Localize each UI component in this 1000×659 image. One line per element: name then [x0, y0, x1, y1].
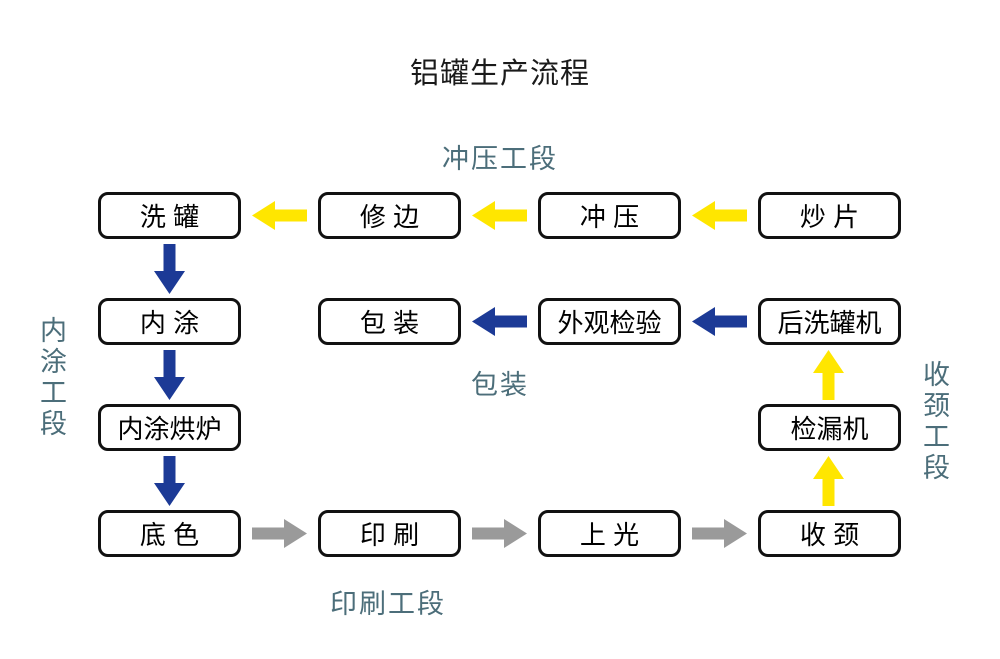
arrow-left-icon: [252, 201, 307, 230]
node-leak-detector: 检漏机: [758, 404, 901, 451]
node-label: 上 光: [579, 520, 640, 550]
arrow-right-icon: [472, 519, 527, 548]
node-label: 收 颈: [799, 520, 860, 550]
node-sheet-fry: 炒 片: [758, 192, 901, 239]
node-visual-inspection: 外观检验: [538, 298, 681, 345]
node-label: 内涂烘炉: [117, 414, 222, 444]
diagram-title: 铝罐生产流程: [409, 58, 590, 90]
node-label: 后洗罐机: [777, 308, 882, 338]
node-label: 内 涂: [139, 308, 200, 338]
node-label: 炒 片: [799, 202, 860, 232]
arrow-down-icon: [154, 456, 185, 506]
node-label: 冲 压: [579, 202, 640, 232]
node-printing: 印 刷: [318, 510, 461, 557]
node-packing: 包 装: [318, 298, 461, 345]
node-label: 检漏机: [790, 414, 869, 444]
node-inner-coating: 内 涂: [98, 298, 241, 345]
section-label-packing: 包装: [471, 370, 529, 400]
node-label: 包 装: [359, 308, 420, 338]
arrow-down-icon: [154, 244, 185, 294]
arrow-up-icon: [813, 456, 844, 506]
arrow-up-icon: [813, 350, 844, 400]
node-label: 外观检验: [557, 308, 662, 338]
node-label: 洗 罐: [139, 202, 200, 232]
node-wash-can: 洗 罐: [98, 192, 241, 239]
node-trim: 修 边: [318, 192, 461, 239]
node-stamping: 冲 压: [538, 192, 681, 239]
arrow-left-icon: [692, 307, 747, 336]
section-label-stamping: 冲压工段: [442, 144, 558, 174]
node-base-coat: 底 色: [98, 510, 241, 557]
node-varnishing: 上 光: [538, 510, 681, 557]
arrow-right-icon: [692, 519, 747, 548]
section-label-printing: 印刷工段: [330, 589, 446, 619]
node-label: 底 色: [139, 520, 200, 550]
section-label-necking: 收颈工段: [919, 360, 949, 484]
arrow-right-icon: [252, 519, 307, 548]
node-label: 印 刷: [359, 520, 420, 550]
arrow-left-icon: [472, 201, 527, 230]
arrow-down-icon: [154, 350, 185, 400]
arrow-left-icon: [472, 307, 527, 336]
section-label-inner-coating: 内涂工段: [36, 316, 66, 440]
node-label: 修 边: [359, 202, 420, 232]
arrow-left-icon: [692, 201, 747, 230]
node-post-wash-machine: 后洗罐机: [758, 298, 901, 345]
node-necking: 收 颈: [758, 510, 901, 557]
node-inner-coating-oven: 内涂烘炉: [98, 404, 241, 451]
